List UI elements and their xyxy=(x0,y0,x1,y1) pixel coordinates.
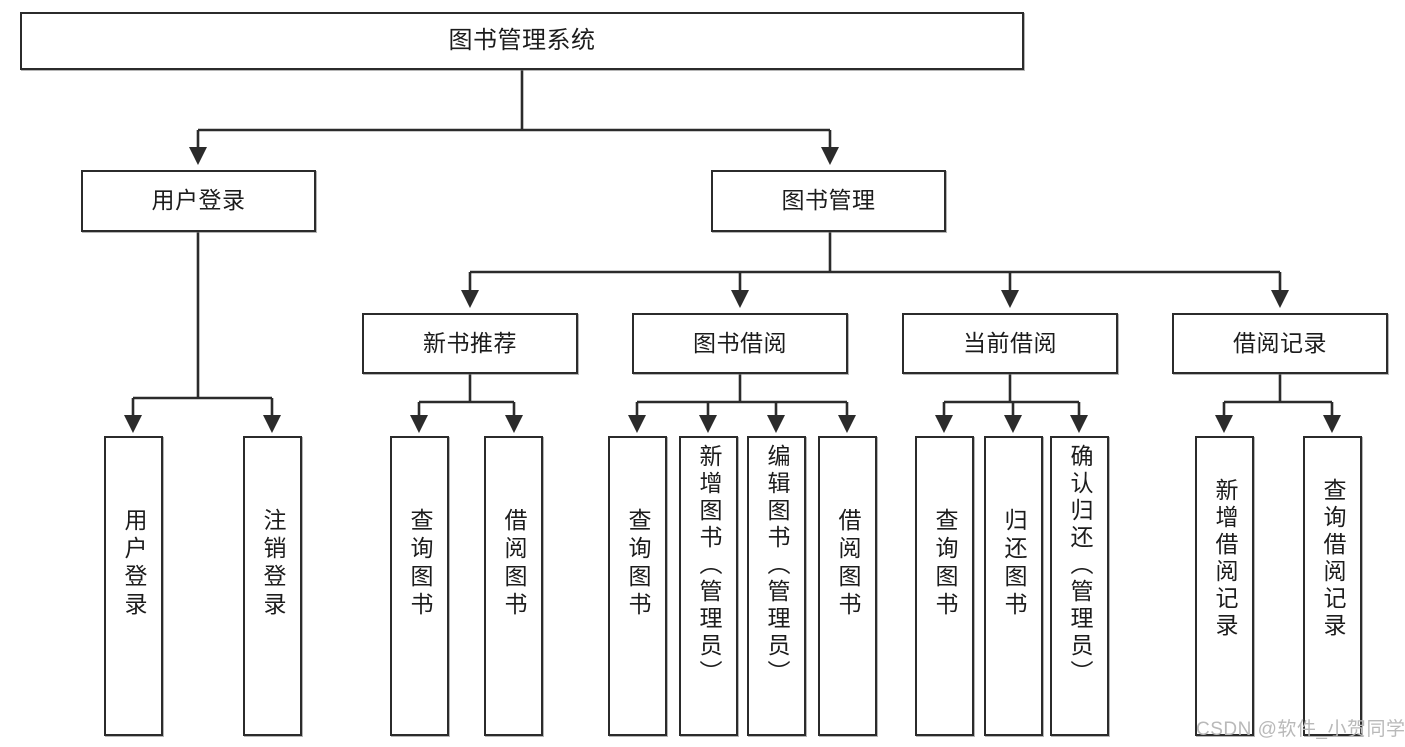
node-borrow-record-label: 借阅记录 xyxy=(1233,329,1327,356)
node-new-book-recommend-label: 新书推荐 xyxy=(423,329,517,356)
node-book-borrow-label: 图书借阅 xyxy=(693,329,787,356)
node-new-book-recommend[interactable]: 新书推荐 xyxy=(362,313,578,374)
leaf-borrow-book-2-label: 借阅图书 xyxy=(835,508,861,620)
leaf-user-login-label: 用户登录 xyxy=(121,508,147,620)
leaf-query-book-3[interactable]: 查询图书 xyxy=(915,436,974,736)
leaf-query-book-1-label: 查询图书 xyxy=(407,508,433,620)
leaf-query-book-2[interactable]: 查询图书 xyxy=(608,436,667,736)
leaf-borrow-book-1-label: 借阅图书 xyxy=(501,508,527,620)
leaf-query-borrow-record[interactable]: 查询借阅记录 xyxy=(1303,436,1362,736)
leaf-query-book-2-label: 查询图书 xyxy=(625,508,651,620)
node-root[interactable]: 图书管理系统 xyxy=(20,12,1024,70)
node-current-borrow-label: 当前借阅 xyxy=(963,329,1057,356)
node-book-borrow[interactable]: 图书借阅 xyxy=(632,313,848,374)
leaf-return-book-label: 归还图书 xyxy=(1001,508,1027,620)
leaf-edit-book-admin-label: 编辑图书（管理员） xyxy=(764,444,790,687)
leaf-query-book-3-label: 查询图书 xyxy=(932,508,958,620)
leaf-user-login[interactable]: 用户登录 xyxy=(104,436,163,736)
leaf-query-book-1[interactable]: 查询图书 xyxy=(390,436,449,736)
leaf-query-borrow-record-label: 查询借阅记录 xyxy=(1320,478,1346,640)
node-book-management-label: 图书管理 xyxy=(781,187,876,214)
node-current-borrow[interactable]: 当前借阅 xyxy=(902,313,1118,374)
node-borrow-record[interactable]: 借阅记录 xyxy=(1172,313,1388,374)
leaf-add-book-admin-label: 新增图书（管理员） xyxy=(696,444,722,687)
leaf-confirm-return-admin[interactable]: 确认归还（管理员） xyxy=(1050,436,1109,736)
node-user-login-label: 用户登录 xyxy=(151,187,246,214)
node-book-management[interactable]: 图书管理 xyxy=(711,170,946,232)
leaf-return-book[interactable]: 归还图书 xyxy=(984,436,1043,736)
node-user-login[interactable]: 用户登录 xyxy=(81,170,316,232)
leaf-logout-login[interactable]: 注销登录 xyxy=(243,436,302,736)
leaf-confirm-return-admin-label: 确认归还（管理员） xyxy=(1067,444,1093,687)
leaf-borrow-book-1[interactable]: 借阅图书 xyxy=(484,436,543,736)
node-root-label: 图书管理系统 xyxy=(448,26,596,54)
leaf-logout-login-label: 注销登录 xyxy=(260,508,286,620)
csdn-watermark: CSDN @软件_小贺同学 xyxy=(1196,719,1405,740)
leaf-add-borrow-record[interactable]: 新增借阅记录 xyxy=(1195,436,1254,736)
leaf-edit-book-admin[interactable]: 编辑图书（管理员） xyxy=(747,436,806,736)
leaf-add-book-admin[interactable]: 新增图书（管理员） xyxy=(679,436,738,736)
leaf-borrow-book-2[interactable]: 借阅图书 xyxy=(818,436,877,736)
leaf-add-borrow-record-label: 新增借阅记录 xyxy=(1212,478,1238,640)
